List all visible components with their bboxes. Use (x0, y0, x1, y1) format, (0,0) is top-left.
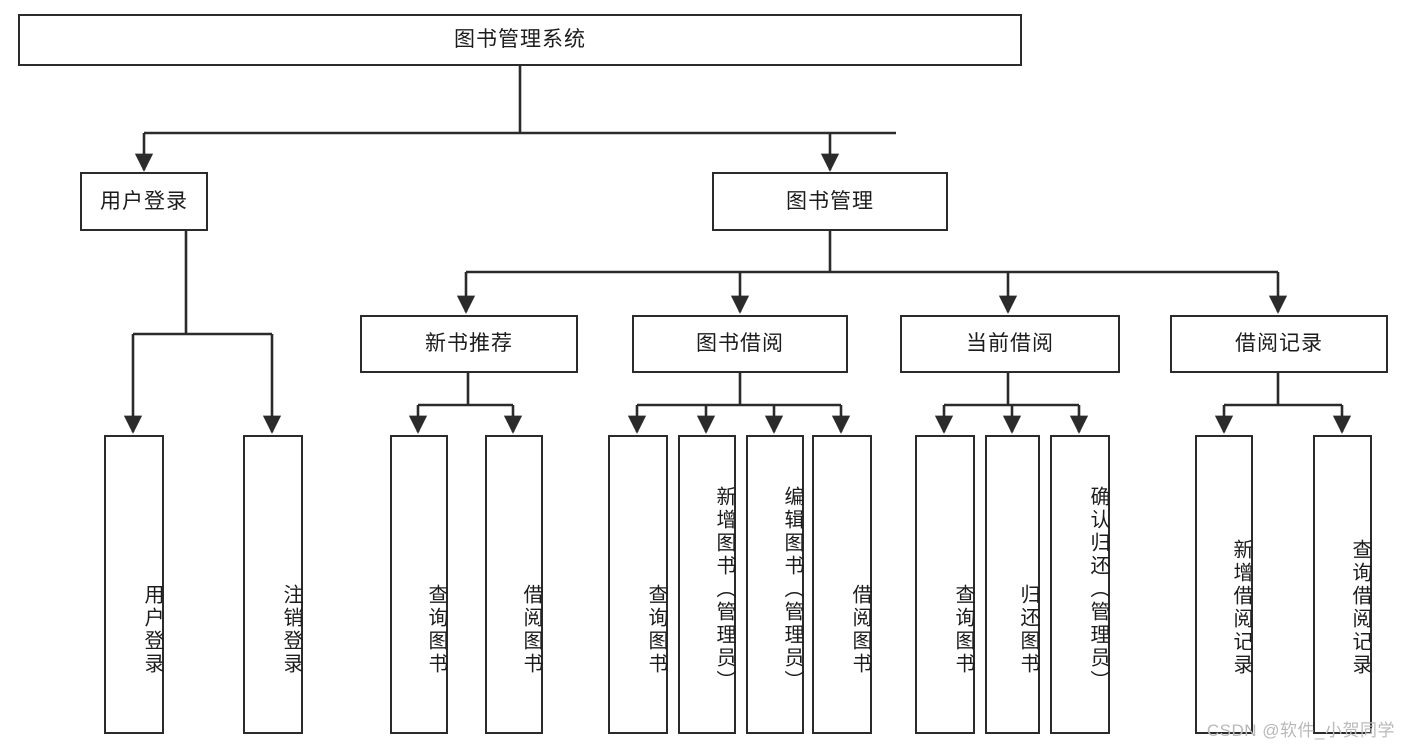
node-root[interactable]: 图书管理系统 (18, 14, 1022, 66)
node-current-borrow[interactable]: 当前借阅 (900, 315, 1120, 373)
node-current-borrow-label: 当前借阅 (966, 332, 1054, 356)
leaf-newbook-borrow-book[interactable]: 借阅图书 (485, 435, 543, 734)
leaf-borrow-borrow-book-label: 借阅图书 (849, 583, 871, 676)
leaf-newbook-borrow-book-label: 借阅图书 (520, 583, 542, 676)
leaf-record-add-record[interactable]: 新增借阅记录 (1195, 435, 1253, 734)
leaf-user-login-signin-label: 用户登录 (141, 583, 163, 676)
leaf-borrow-query-book[interactable]: 查询图书 (608, 435, 668, 734)
node-user-login-label: 用户登录 (100, 189, 188, 213)
leaf-borrow-query-book-label: 查询图书 (645, 583, 667, 676)
leaf-current-query-book[interactable]: 查询图书 (915, 435, 975, 734)
leaf-current-confirm-return[interactable]: 确认归还（管理员） (1050, 435, 1110, 734)
node-book-management-label: 图书管理 (786, 189, 874, 213)
node-book-borrow[interactable]: 图书借阅 (632, 315, 848, 373)
leaf-record-add-record-label: 新增借阅记录 (1230, 538, 1252, 677)
leaf-borrow-edit-book[interactable]: 编辑图书（管理员） (746, 435, 804, 734)
leaf-newbook-query-book-label: 查询图书 (425, 583, 447, 676)
leaf-borrow-add-book-label: 新增图书（管理员） (713, 486, 735, 693)
node-borrow-record-label: 借阅记录 (1235, 332, 1323, 356)
leaf-user-login-signin[interactable]: 用户登录 (104, 435, 164, 734)
node-borrow-record[interactable]: 借阅记录 (1170, 315, 1388, 373)
node-user-login[interactable]: 用户登录 (80, 172, 208, 231)
leaf-current-confirm-return-label: 确认归还（管理员） (1087, 486, 1109, 693)
node-book-management[interactable]: 图书管理 (712, 172, 948, 231)
node-root-label: 图书管理系统 (454, 28, 586, 52)
leaf-borrow-borrow-book[interactable]: 借阅图书 (812, 435, 872, 734)
leaf-newbook-query-book[interactable]: 查询图书 (390, 435, 448, 734)
leaf-record-query-record-label: 查询借阅记录 (1349, 538, 1371, 677)
leaf-current-query-book-label: 查询图书 (952, 583, 974, 676)
leaf-user-login-signout[interactable]: 注销登录 (243, 435, 303, 734)
leaf-current-return-book[interactable]: 归还图书 (985, 435, 1040, 734)
leaf-user-login-signout-label: 注销登录 (280, 583, 302, 676)
node-new-book-recommend[interactable]: 新书推荐 (360, 315, 578, 373)
leaf-record-query-record[interactable]: 查询借阅记录 (1313, 435, 1372, 734)
leaf-borrow-add-book[interactable]: 新增图书（管理员） (678, 435, 736, 734)
leaf-borrow-edit-book-label: 编辑图书（管理员） (781, 486, 803, 693)
node-book-borrow-label: 图书借阅 (696, 332, 784, 356)
csdn-watermark: CSDN @软件_小贺同学 (1206, 721, 1395, 740)
node-new-book-recommend-label: 新书推荐 (425, 332, 513, 356)
leaf-current-return-book-label: 归还图书 (1017, 583, 1039, 676)
